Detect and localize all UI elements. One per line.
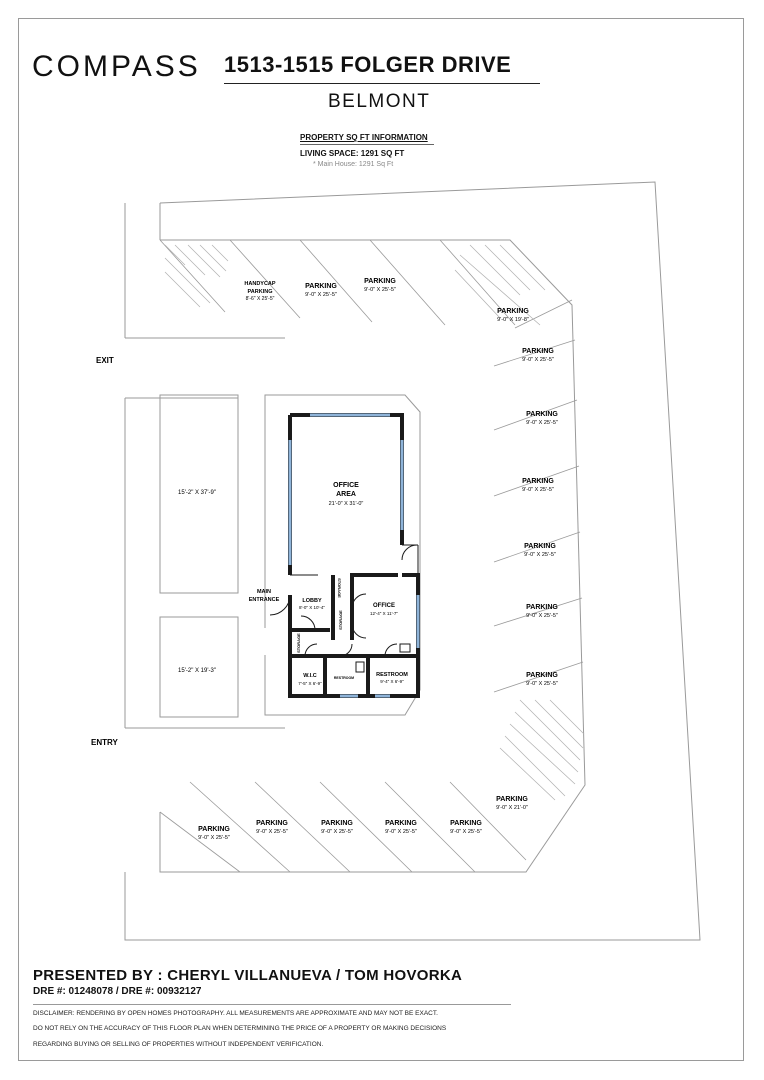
parking-top-1-dims: 9'-0" X 25'-5"	[305, 292, 337, 298]
sqft-divider	[300, 144, 434, 145]
restroom-small-label: RESTROOM	[334, 676, 354, 680]
left-area-lower-dims: 15'-2" X 19'-3"	[178, 668, 216, 674]
parking-right-6-dims: 9'-0" X 25'-5"	[526, 613, 558, 619]
footer-divider	[33, 1004, 511, 1005]
parking-bottom-3-dims: 9'-0" X 25'-5"	[321, 829, 353, 835]
parking-right-8-dims: 9'-0" X 21'-0"	[496, 805, 528, 811]
office-dims: 12'-4" X 11'-7"	[370, 611, 398, 616]
parking-bottom-1-dims: 9'-0" X 25'-5"	[198, 835, 230, 841]
handicap-label-1: HANDYCAP	[244, 281, 276, 287]
parking-right-3-label: PARKING	[526, 411, 558, 418]
storage-c-label: STORAGE	[296, 633, 301, 653]
building-details	[269, 544, 419, 673]
lobby-label: LOBBY	[302, 598, 322, 604]
building-windows	[288, 413, 420, 698]
storage-a-label: STORAGE	[337, 578, 342, 598]
main-entrance-label-2: ENTRANCE	[249, 597, 280, 603]
page-frame	[18, 18, 744, 1061]
presented-by: PRESENTED BY : CHERYL VILLANUEVA / TOM H…	[33, 967, 463, 984]
restroom-label: RESTROOM	[376, 672, 408, 678]
sqft-heading: PROPERTY SQ FT INFORMATION	[300, 133, 428, 142]
parking-right-8-label: PARKING	[496, 796, 528, 803]
dre-numbers: DRE #: 01248078 / DRE #: 00932127	[33, 986, 202, 997]
living-space: LIVING SPACE: 1291 SQ FT	[300, 149, 405, 158]
parking-bottom-1-label: PARKING	[198, 826, 230, 833]
office-area-label-1: OFFICE	[333, 482, 359, 489]
parking-bottom-5-dims: 9'-0" X 25'-5"	[450, 829, 482, 835]
property-city: BELMONT	[328, 91, 431, 112]
parking-right-4-dims: 9'-0" X 25'-5"	[522, 487, 554, 493]
disclaimer-line-1: DISCLAIMER: RENDERING BY OPEN HOMES PHOT…	[33, 1010, 438, 1017]
address-divider	[224, 83, 540, 84]
left-area-upper-dims: 15'-2" X 37'-9"	[178, 490, 216, 496]
parking-right-2-label: PARKING	[522, 348, 554, 355]
parking-right-6-label: PARKING	[526, 604, 558, 611]
disclaimer-line-2: DO NOT RELY ON THE ACCURACY OF THIS FLOO…	[33, 1025, 447, 1032]
parking-bottom-2-dims: 9'-0" X 25'-5"	[256, 829, 288, 835]
handicap-dims: 8'-6" X 25'-5"	[246, 296, 275, 302]
wic-label: W.I.C	[303, 673, 316, 679]
main-entrance-label-1: MAIN	[257, 589, 271, 595]
disclaimer-line-3: REGARDING BUYING OR SELLING OF PROPERTIE…	[33, 1041, 324, 1048]
parking-right-2-dims: 9'-0" X 25'-5"	[522, 357, 554, 363]
property-address: 1513-1515 FOLGER DRIVE	[224, 52, 512, 77]
parking-right-1-label: PARKING	[497, 308, 529, 315]
parking-bottom-3-label: PARKING	[321, 820, 353, 827]
handicap-label-2: PARKING	[248, 289, 273, 295]
parking-bottom-4-dims: 9'-0" X 25'-5"	[385, 829, 417, 835]
storage-b-label: STORAGE	[338, 610, 343, 630]
parking-right-1-dims: 9'-0" X 19'-8"	[497, 317, 529, 323]
exit-label: EXIT	[96, 356, 114, 365]
hatch-zones	[164, 244, 585, 801]
lobby-dims: 8'-0" X 10'-4"	[299, 605, 325, 610]
office-label: OFFICE	[373, 603, 395, 609]
parking-top-1-label: PARKING	[305, 283, 337, 290]
parking-right-7-label: PARKING	[526, 672, 558, 679]
building-walls	[288, 413, 420, 698]
main-house-sqft: * Main House: 1291 Sq Ft	[313, 161, 394, 168]
office-area-label-2: AREA	[336, 491, 356, 498]
compass-logo: COMPASS	[32, 50, 201, 83]
parking-right-5-dims: 9'-0" X 25'-5"	[524, 552, 556, 558]
parking-right-3-dims: 9'-0" X 25'-5"	[526, 420, 558, 426]
parking-right-4-label: PARKING	[522, 478, 554, 485]
office-area-dims: 21'-0" X 31'-0"	[329, 501, 364, 507]
restroom-dims: 9'-4" X 6'-9"	[380, 679, 404, 684]
parking-right-7-dims: 9'-0" X 25'-5"	[526, 681, 558, 687]
entry-label: ENTRY	[91, 738, 118, 747]
parking-bottom-4-label: PARKING	[385, 820, 417, 827]
parking-top-2-label: PARKING	[364, 278, 396, 285]
wic-dims: 7'-5" X 6'-9"	[298, 681, 322, 686]
parking-bottom-5-label: PARKING	[450, 820, 482, 827]
parking-stripes	[159, 239, 584, 873]
lot-outline	[124, 181, 701, 941]
parking-bottom-2-label: PARKING	[256, 820, 288, 827]
parking-right-5-label: PARKING	[524, 543, 556, 550]
parking-top-2-dims: 9'-0" X 25'-5"	[364, 287, 396, 293]
